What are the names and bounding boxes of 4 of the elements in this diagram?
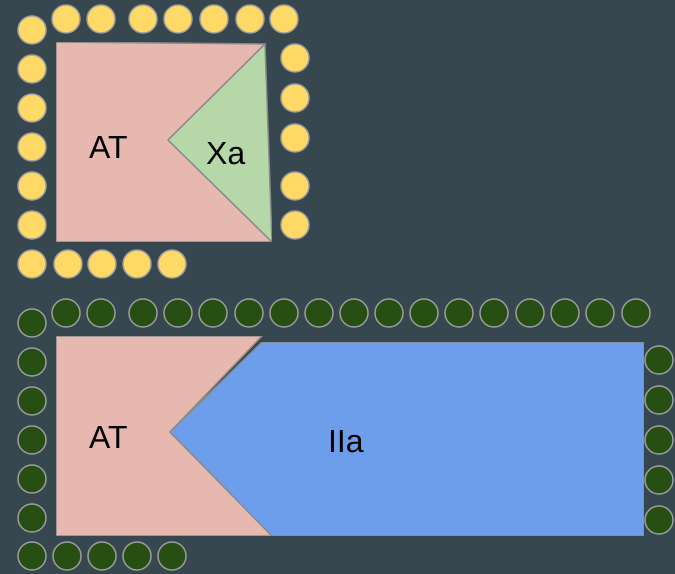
protein-label: IIa bbox=[328, 425, 364, 457]
protein-label: Xa bbox=[206, 137, 246, 169]
protein-label: AT bbox=[89, 421, 128, 453]
protein-label: AT bbox=[89, 131, 128, 163]
